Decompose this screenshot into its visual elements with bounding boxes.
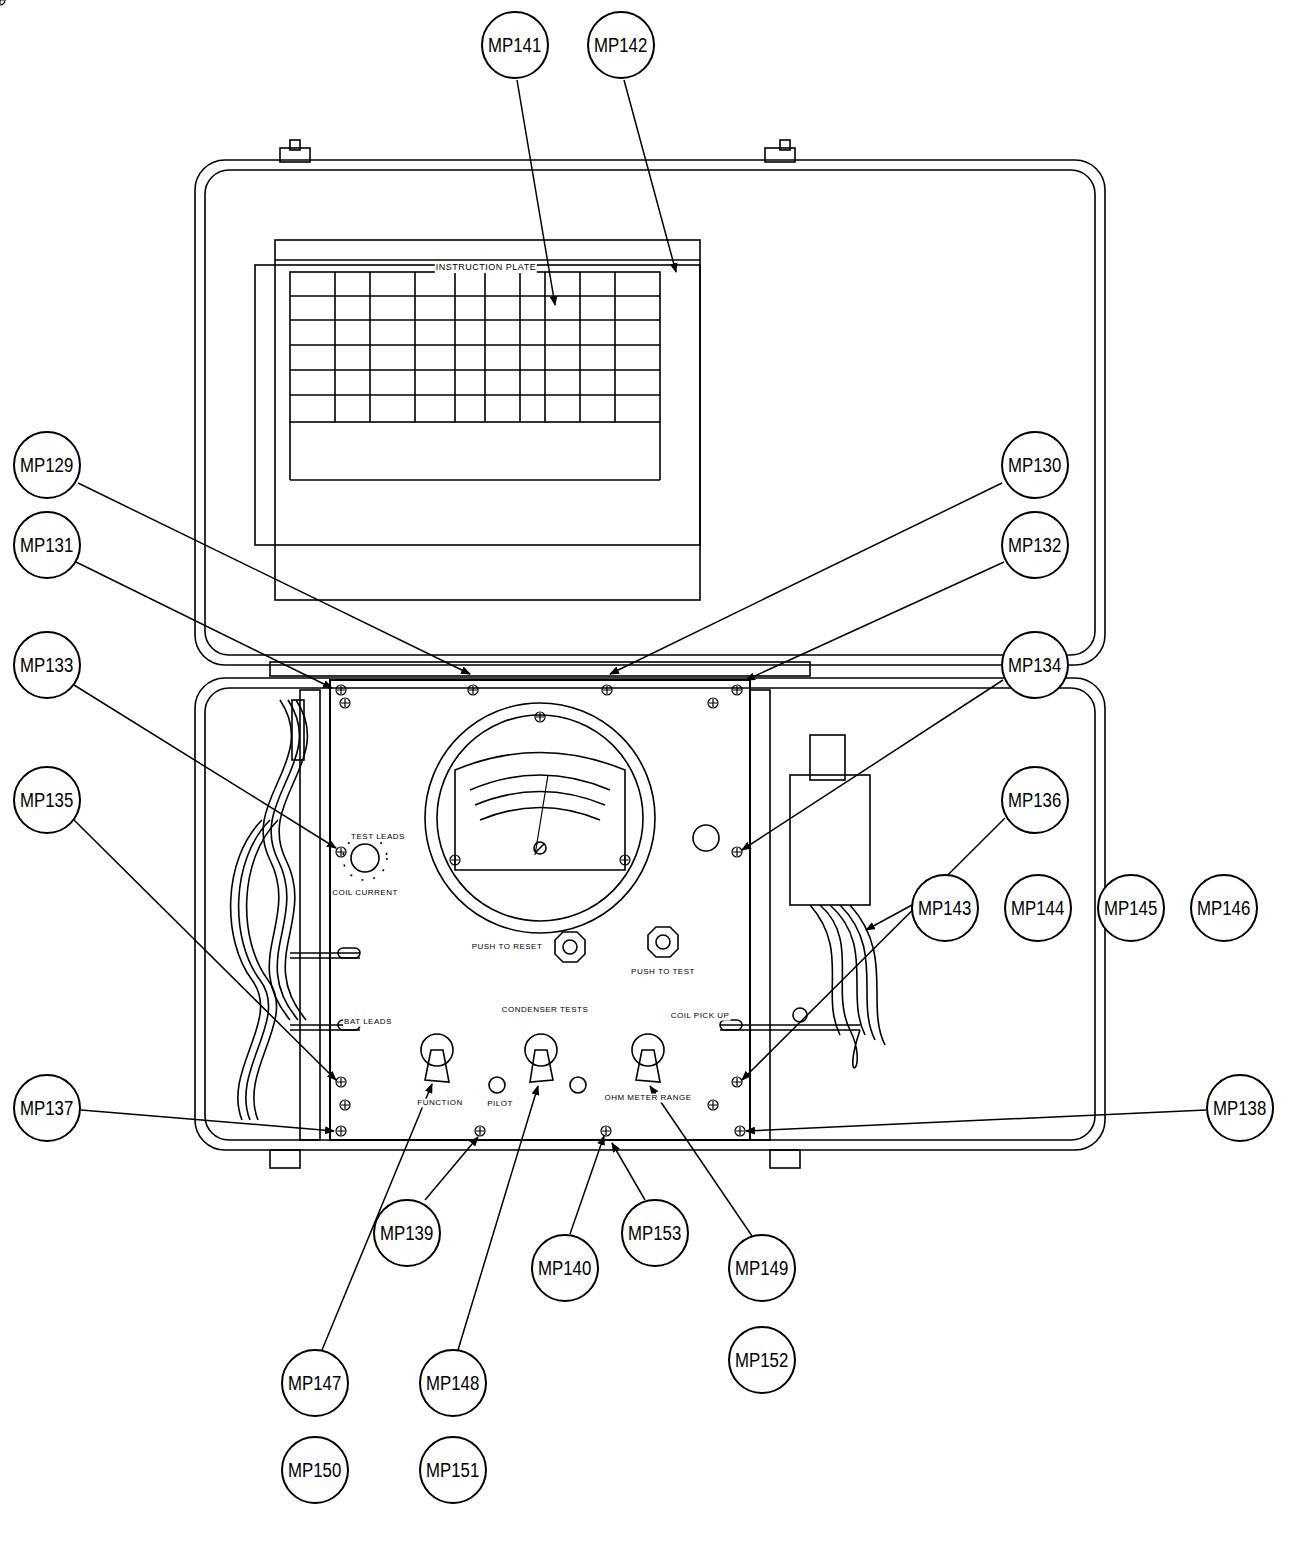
panel-label: PUSH TO RESET <box>471 943 544 952</box>
callout-number: MP146 <box>1197 898 1250 918</box>
callout-number: MP131 <box>20 535 73 555</box>
callout-circle: MP136 <box>1001 766 1069 834</box>
callout-number: MP129 <box>20 455 73 475</box>
callout-number: MP145 <box>1104 898 1157 918</box>
callout-number: MP130 <box>1008 455 1061 475</box>
callout-circle: MP143 <box>911 874 979 942</box>
callout-number: MP144 <box>1011 898 1064 918</box>
callout-circle: MP152 <box>728 1326 796 1394</box>
panel-label: FUNCTION <box>416 1099 463 1108</box>
callout-circle: MP146 <box>1190 874 1258 942</box>
callout-number: MP147 <box>288 1373 341 1393</box>
callout-circle: MP135 <box>13 766 81 834</box>
callout-circle: MP151 <box>419 1436 487 1504</box>
callout-number: MP138 <box>1213 1098 1266 1118</box>
callout-number: MP136 <box>1008 790 1061 810</box>
callout-circle: MP138 <box>1206 1074 1274 1142</box>
callout-number: MP133 <box>20 655 73 675</box>
panel-label: OHM METER RANGE <box>603 1094 692 1103</box>
callout-number: MP153 <box>628 1223 681 1243</box>
callout-number: MP152 <box>735 1350 788 1370</box>
callout-circle: MP141 <box>481 11 549 79</box>
callout-circle: MP131 <box>13 511 81 579</box>
callout-circle: MP153 <box>621 1199 689 1267</box>
callout-circle: MP142 <box>587 11 655 79</box>
callout-circle: MP150 <box>281 1436 349 1504</box>
callout-number: MP142 <box>594 35 647 55</box>
callout-circle: MP140 <box>531 1234 599 1302</box>
callout-circle: MP145 <box>1097 874 1165 942</box>
callout-circle: MP147 <box>281 1349 349 1417</box>
callout-number: MP141 <box>488 35 541 55</box>
callout-number: MP135 <box>20 790 73 810</box>
callout-number: MP137 <box>20 1098 73 1118</box>
panel-label: CONDENSER TESTS <box>501 1006 589 1015</box>
callout-circle: MP132 <box>1001 511 1069 579</box>
callout-circle: MP133 <box>13 631 81 699</box>
callout-circle: MP129 <box>13 431 81 499</box>
callout-circle: MP134 <box>1001 631 1069 699</box>
callout-number: MP148 <box>426 1373 479 1393</box>
callout-number: MP139 <box>380 1223 433 1243</box>
callout-circle: MP144 <box>1004 874 1072 942</box>
callout-number: MP150 <box>288 1460 341 1480</box>
panel-label: PILOT <box>486 1100 514 1109</box>
callout-number: MP132 <box>1008 535 1061 555</box>
panel-label: COIL PICK UP <box>670 1012 731 1021</box>
callout-circle: MP139 <box>373 1199 441 1267</box>
callout-circle: MP137 <box>13 1074 81 1142</box>
callout-number: MP143 <box>918 898 971 918</box>
callout-circle: MP149 <box>728 1234 796 1302</box>
panel-label: TEST LEADS <box>350 833 406 842</box>
panel-label: INSTRUCTION PLATE <box>435 263 537 273</box>
callout-circle: MP148 <box>419 1349 487 1417</box>
callout-circle: MP130 <box>1001 431 1069 499</box>
callout-number: MP149 <box>735 1258 788 1278</box>
panel-label: PUSH TO TEST <box>630 968 696 977</box>
panel-label: BAT LEADS <box>343 1018 393 1027</box>
callout-number: MP140 <box>538 1258 591 1278</box>
panel-label: COIL CURRENT <box>331 889 399 898</box>
callout-number: MP151 <box>426 1460 479 1480</box>
callout-number: MP134 <box>1008 655 1061 675</box>
